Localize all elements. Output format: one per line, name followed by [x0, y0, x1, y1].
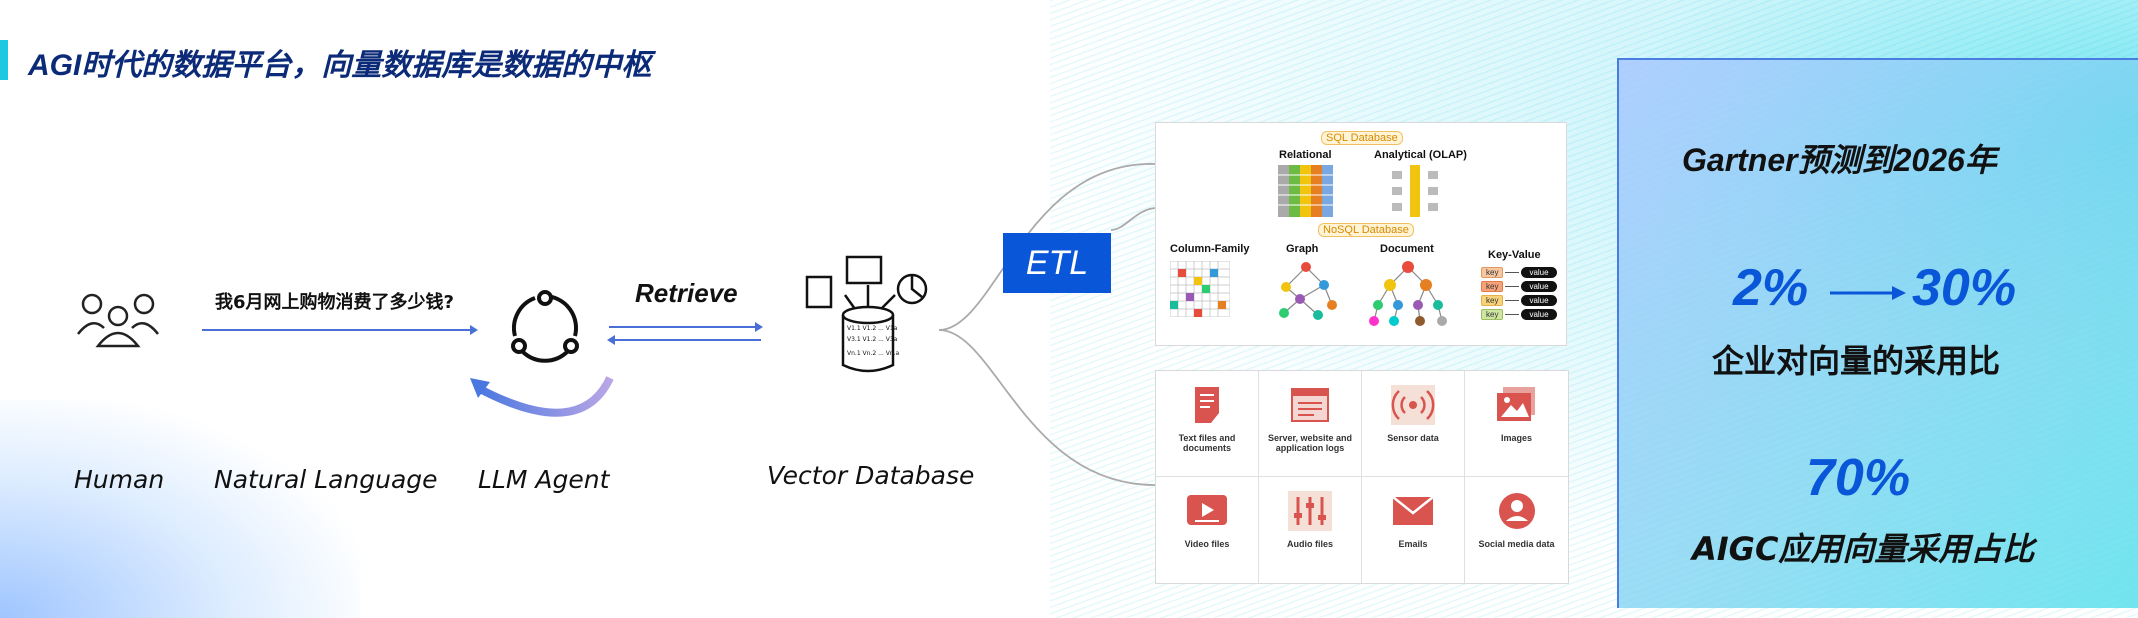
key-value-icon: key value key value key value key value: [1481, 267, 1561, 320]
source-cell: Video files: [1156, 477, 1259, 583]
page-title: AGI时代的数据平台，向量数据库是数据的中枢: [28, 49, 652, 82]
text-file-icon: [1195, 387, 1219, 423]
relational-table-icon: [1278, 165, 1334, 217]
feedback-arc: [470, 376, 614, 417]
analytical-label: Analytical (OLAP): [1374, 149, 1467, 161]
olap-icon: [1392, 165, 1438, 217]
adoption-from: 2%: [1733, 259, 1809, 317]
source-cell: Audio files: [1259, 477, 1362, 583]
email-icon: [1392, 496, 1434, 525]
sql-database-tag: SQL Database: [1321, 131, 1403, 145]
people-icon: [77, 293, 159, 348]
aigc-adoption-label: AIGC应用向量采用占比: [1692, 530, 2035, 568]
relational-label: Relational: [1279, 149, 1332, 161]
etl-connectors: [938, 163, 1156, 486]
source-cell: Images: [1465, 371, 1568, 477]
image-icon: [1496, 387, 1535, 421]
enterprise-adoption-label: 企业对向量的采用比: [1712, 342, 2001, 380]
data-sources-grid: Text files and documents Server, website…: [1155, 370, 1569, 584]
kv-key: key: [1481, 281, 1504, 292]
kv-value: value: [1521, 309, 1557, 320]
column-family-label: Column-Family: [1170, 243, 1250, 255]
column-family-icon: [1170, 261, 1230, 317]
audio-icon: [1288, 491, 1332, 531]
query-text: 我6月网上购物消费了多少钱?: [215, 292, 454, 313]
llm-agent-label: LLM Agent: [478, 465, 610, 494]
etl-box: ETL: [1003, 233, 1111, 293]
source-cell: Text files and documents: [1156, 371, 1259, 477]
svg-text:Vn.1 Vn.2 ... Vn.a: Vn.1 Vn.2 ... Vn.a: [847, 350, 900, 357]
log-icon: [1291, 388, 1329, 422]
document-icon: [1369, 261, 1447, 326]
kv-value: value: [1521, 267, 1557, 278]
query-arrow: [202, 325, 478, 335]
aigc-adoption-value: 70%: [1806, 449, 1911, 507]
key-value-label: Key-Value: [1488, 249, 1541, 261]
database-types-panel: SQL Database Relational Analytical (OLAP…: [1155, 122, 1567, 346]
graph-icon: [1279, 262, 1337, 320]
nosql-database-tag: NoSQL Database: [1318, 223, 1414, 237]
svg-text:V1.1 V1.2 ... V1a: V1.1 V1.2 ... V1a: [847, 325, 898, 332]
adoption-to: 30%: [1912, 259, 2017, 317]
kv-key: key: [1481, 267, 1504, 278]
gartner-title: Gartner预测到2026年: [1682, 142, 1997, 178]
document-label: Document: [1380, 243, 1434, 255]
llm-agent-icon: [511, 290, 579, 363]
title-accent-bar: [0, 40, 8, 80]
source-cell: Sensor data: [1362, 371, 1465, 477]
human-label: Human: [74, 465, 165, 494]
kv-key: key: [1481, 295, 1504, 306]
video-icon: [1187, 495, 1227, 525]
retrieve-arrows: [607, 322, 763, 345]
source-cell: Emails: [1362, 477, 1465, 583]
decorative-dots-background: [0, 400, 360, 618]
social-icon: [1498, 493, 1535, 529]
gartner-panel: [1617, 58, 2138, 608]
growth-arrow: [1830, 286, 1906, 300]
graph-label: Graph: [1286, 243, 1319, 255]
source-cell: Server, website and application logs: [1259, 371, 1362, 477]
retrieve-label: Retrieve: [635, 278, 738, 308]
kv-value: value: [1521, 281, 1557, 292]
vector-database-icon: V1.1 V1.2 ... V1a V3.1 V1.2 ... V3a Vn.1…: [805, 255, 928, 373]
vector-database-label: Vector Database: [767, 461, 975, 490]
source-cell: Social media data: [1465, 477, 1568, 583]
svg-text:V3.1 V1.2 ... V3a: V3.1 V1.2 ... V3a: [847, 336, 898, 343]
kv-value: value: [1521, 295, 1557, 306]
natural-language-label: Natural Language: [214, 465, 438, 494]
sensor-icon: [1391, 385, 1435, 425]
kv-key: key: [1481, 309, 1504, 320]
